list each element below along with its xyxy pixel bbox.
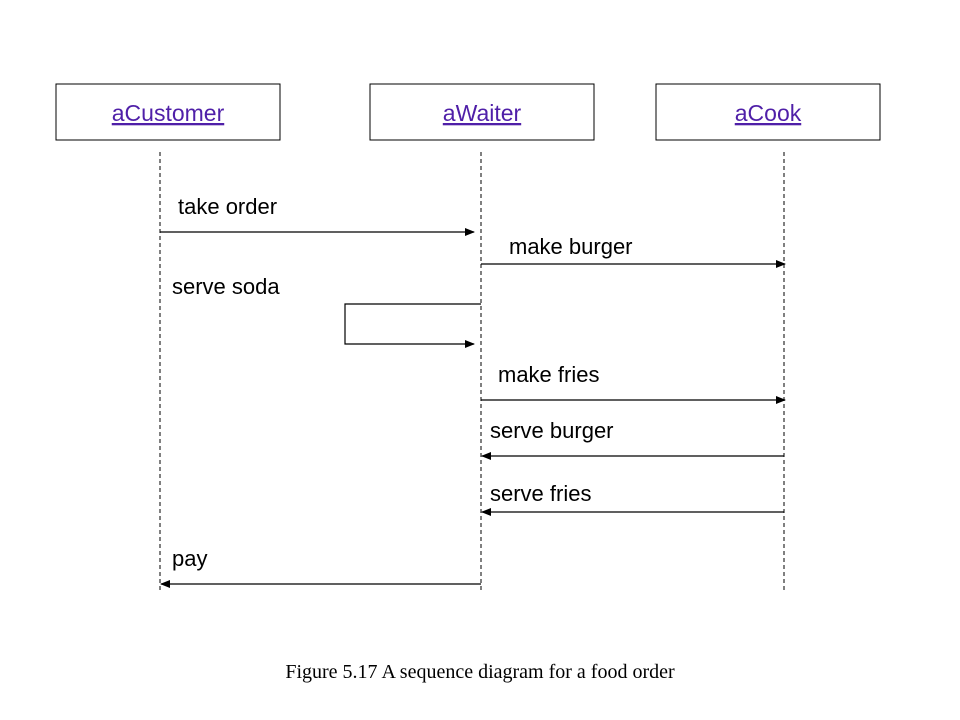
object-box-waiter: [369, 83, 595, 141]
object-cook: aCook: [655, 83, 881, 141]
message-make-fries: make fries: [481, 362, 786, 404]
message-label-pay: pay: [172, 546, 207, 571]
message-take-order: take order: [160, 194, 475, 236]
figure-caption: Figure 5.17 A sequence diagram for a foo…: [285, 661, 675, 683]
object-box-cook: [655, 83, 881, 141]
object-box-customer: [55, 83, 281, 141]
message-label-serve-soda: serve soda: [172, 274, 280, 299]
object-customer: aCustomer: [55, 83, 281, 141]
message-label-make-burger: make burger: [509, 234, 633, 259]
message-label-serve-fries: serve fries: [490, 481, 591, 506]
object-label-waiter: aWaiter: [443, 100, 522, 126]
message-make-burger: make burger: [481, 234, 786, 268]
object-label-customer: aCustomer: [112, 100, 225, 126]
message-label-serve-burger: serve burger: [490, 418, 614, 443]
message-serve-soda: serve soda: [172, 274, 481, 348]
object-waiter: aWaiter: [369, 83, 595, 141]
message-arrow-serve-soda: [344, 303, 481, 348]
message-label-make-fries: make fries: [498, 362, 599, 387]
message-pay: pay: [160, 546, 481, 588]
message-label-take-order: take order: [178, 194, 277, 219]
message-serve-fries: serve fries: [481, 481, 784, 516]
message-serve-burger: serve burger: [481, 418, 784, 460]
object-label-cook: aCook: [735, 100, 802, 126]
